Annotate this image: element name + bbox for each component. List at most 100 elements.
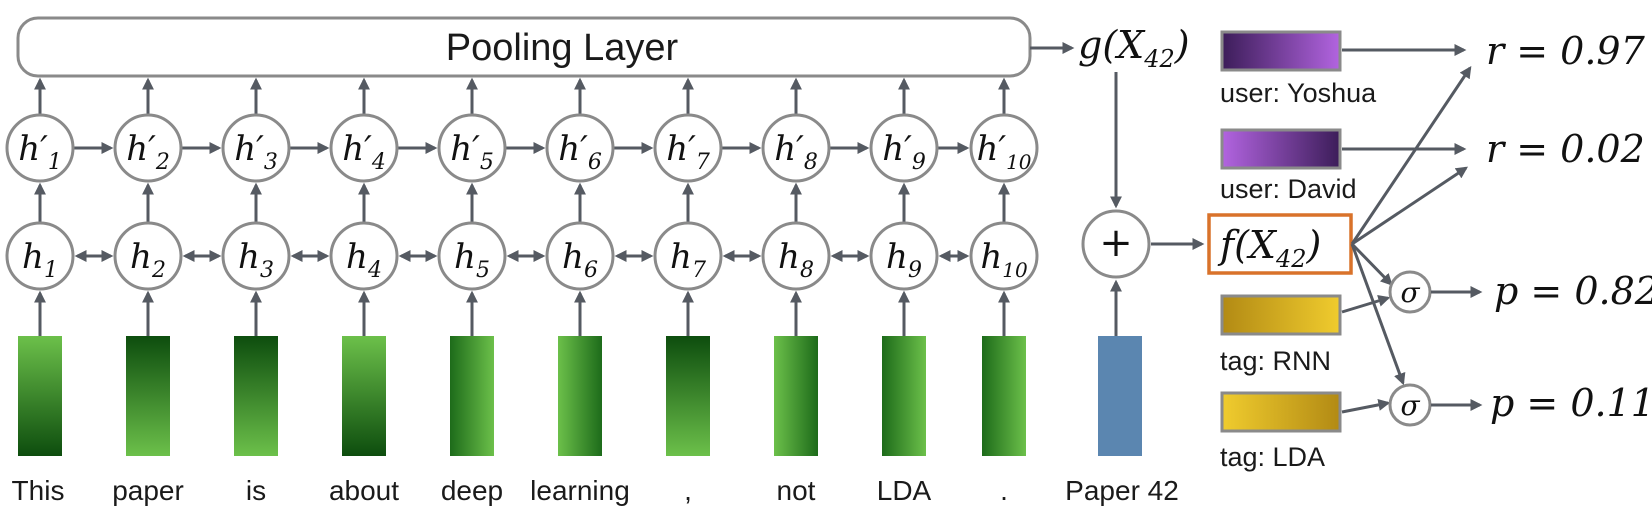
h-node-label-2: h2 bbox=[130, 237, 166, 283]
paper-embedding-bar bbox=[1098, 336, 1142, 456]
hprime-node-4 bbox=[329, 113, 399, 183]
hprime-node-label-2: h′2 bbox=[126, 129, 170, 175]
output-p-rnn: p = 0.82 bbox=[1494, 269, 1652, 313]
word-bar-2 bbox=[126, 336, 170, 456]
word-label-5: deep bbox=[441, 475, 503, 506]
h-node-label-10: h10 bbox=[980, 237, 1028, 282]
word-bar-8 bbox=[774, 336, 818, 456]
f-function-box: f(X42) bbox=[1207, 213, 1353, 275]
f-box-border bbox=[1207, 213, 1353, 275]
h-node-label-8: h8 bbox=[778, 237, 814, 283]
hprime-node-10 bbox=[969, 113, 1039, 183]
word-label-6: learning bbox=[530, 475, 630, 506]
h-node-2 bbox=[113, 221, 183, 291]
f-to-r2-arrow bbox=[1351, 166, 1468, 246]
h-node-label-7: h7 bbox=[670, 237, 706, 283]
h-node-7 bbox=[653, 221, 723, 291]
word-bar-5 bbox=[450, 336, 494, 456]
pooling-layer: Pooling Layer bbox=[16, 16, 1032, 78]
output-r-david: r = 0.02 bbox=[1486, 127, 1645, 171]
word-bar-9 bbox=[882, 336, 926, 456]
h-node-label-6: h6 bbox=[562, 237, 598, 283]
tag-rnn-label: tag: RNN bbox=[1220, 346, 1331, 376]
user-yoshua-label: user: Yoshua bbox=[1220, 78, 1377, 108]
hprime-node-label-5: h′5 bbox=[450, 129, 494, 175]
word-label-8: not bbox=[777, 475, 816, 506]
user-david: user: David bbox=[1220, 128, 1357, 204]
plus-symbol: + bbox=[1099, 220, 1133, 266]
hprime-node-5 bbox=[437, 113, 507, 183]
paper-label: Paper 42 bbox=[1065, 475, 1179, 506]
sigma-symbol-2: σ bbox=[1400, 389, 1420, 422]
word-label-9: LDA bbox=[877, 475, 932, 506]
output-r-yoshua: r = 0.97 bbox=[1486, 29, 1646, 73]
output-p-lda: p = 0.11 bbox=[1490, 381, 1652, 425]
f-to-sigma1-arrow bbox=[1350, 242, 1393, 286]
h-node-label-3: h3 bbox=[238, 237, 274, 283]
tag-lda-label: tag: LDA bbox=[1220, 442, 1325, 472]
hprime-node-1 bbox=[5, 113, 75, 183]
h-node-label-4: h4 bbox=[346, 237, 382, 283]
g-function-label: g(X42) bbox=[1078, 23, 1190, 73]
h-node-1 bbox=[5, 221, 75, 291]
h-node-4 bbox=[329, 221, 399, 291]
plus-circle bbox=[1081, 209, 1151, 279]
tag-rnn-embedding bbox=[1220, 294, 1342, 336]
hprime-node-label-9: h′9 bbox=[882, 129, 926, 175]
h-node-9 bbox=[869, 221, 939, 291]
rnn-to-sigma-arrow bbox=[1341, 295, 1391, 314]
f-function-label: f(X42) bbox=[1217, 223, 1321, 273]
word-bar-6 bbox=[558, 336, 602, 456]
plus-node: + bbox=[1081, 209, 1151, 279]
h-node-3 bbox=[221, 221, 291, 291]
lda-to-sigma-arrow bbox=[1341, 398, 1391, 414]
h-node-6 bbox=[545, 221, 615, 291]
f-to-r1-arrow bbox=[1350, 66, 1472, 245]
tag-lda-embedding bbox=[1220, 391, 1342, 433]
user-yoshua-embedding bbox=[1220, 30, 1342, 72]
word-bar-4 bbox=[342, 336, 386, 456]
word-label-1: This bbox=[12, 475, 65, 506]
user-david-embedding bbox=[1220, 128, 1342, 170]
h-node-8 bbox=[761, 221, 831, 291]
hprime-node-label-3: h′3 bbox=[234, 129, 278, 175]
word-label-7: , bbox=[684, 475, 692, 506]
hprime-node-label-4: h′4 bbox=[342, 129, 386, 175]
sigma-circle-2 bbox=[1388, 383, 1432, 427]
sigma-node-2: σ bbox=[1388, 383, 1432, 427]
word-bar-7 bbox=[666, 336, 710, 456]
hprime-node-label-8: h′8 bbox=[774, 129, 818, 175]
sigma-node-1: σ bbox=[1388, 270, 1432, 314]
word-label-3: is bbox=[246, 475, 266, 506]
word-bar-3 bbox=[234, 336, 278, 456]
tag-rnn: tag: RNN bbox=[1220, 294, 1342, 376]
tag-lda: tag: LDA bbox=[1220, 391, 1342, 472]
hprime-node-9 bbox=[869, 113, 939, 183]
word-columns: This h1 h′1 paper h2 h′2 is h3 h′3 about h4 h′4 deep… bbox=[5, 77, 1039, 506]
h-node-label-5: h5 bbox=[454, 237, 490, 283]
sigma-circle-1 bbox=[1388, 270, 1432, 314]
hprime-node-label-10: h′10 bbox=[976, 129, 1031, 174]
h-node-5 bbox=[437, 221, 507, 291]
user-david-label: user: David bbox=[1220, 174, 1357, 204]
hprime-node-6 bbox=[545, 113, 615, 183]
hprime-node-label-6: h′6 bbox=[558, 129, 602, 175]
user-yoshua: user: Yoshua bbox=[1220, 30, 1377, 108]
hprime-node-3 bbox=[221, 113, 291, 183]
f-to-sigma2-arrow bbox=[1350, 243, 1406, 386]
word-bar-1 bbox=[18, 336, 62, 456]
sigma-symbol-1: σ bbox=[1400, 276, 1420, 309]
word-label-4: about bbox=[329, 475, 399, 506]
hprime-node-label-1: h′1 bbox=[18, 129, 62, 175]
word-bar-10 bbox=[982, 336, 1026, 456]
hprime-node-2 bbox=[113, 113, 183, 183]
hprime-node-label-7: h′7 bbox=[666, 129, 710, 175]
hprime-node-7 bbox=[653, 113, 723, 183]
word-label-10: . bbox=[1000, 475, 1008, 506]
pooling-layer-label: Pooling Layer bbox=[446, 27, 679, 69]
word-label-2: paper bbox=[112, 475, 184, 506]
h-node-label-1: h1 bbox=[22, 237, 58, 283]
hprime-node-8 bbox=[761, 113, 831, 183]
